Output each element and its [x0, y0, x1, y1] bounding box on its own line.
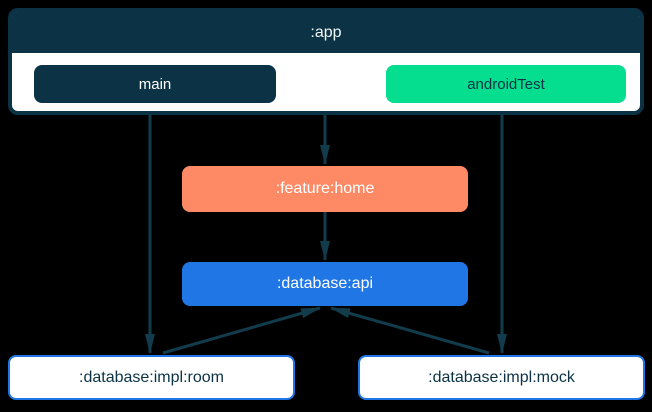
module-app-header: :app: [12, 12, 640, 53]
source-set-androidtest: androidTest: [386, 65, 626, 103]
module-app-label: :app: [310, 23, 342, 41]
module-database-api: :database:api: [182, 262, 468, 306]
module-feature-home-label: :feature:home: [275, 180, 375, 197]
module-database-impl-room: :database:impl:room: [8, 355, 295, 400]
source-set-androidtest-label: androidTest: [467, 75, 545, 93]
source-set-main: main: [34, 65, 276, 103]
module-feature-home: :feature:home: [182, 166, 468, 212]
module-database-impl-mock-label: :database:impl:mock: [428, 368, 575, 386]
module-app-container: :app main androidTest: [8, 8, 644, 115]
module-database-impl-room-label: :database:impl:room: [79, 368, 224, 386]
source-set-main-label: main: [138, 75, 172, 93]
module-database-api-label: :database:api: [276, 275, 374, 292]
edge-impl-room-to-database-api: [162, 306, 321, 355]
edge-impl-mock-to-database-api: [330, 306, 490, 355]
module-database-impl-mock: :database:impl:mock: [358, 355, 645, 400]
